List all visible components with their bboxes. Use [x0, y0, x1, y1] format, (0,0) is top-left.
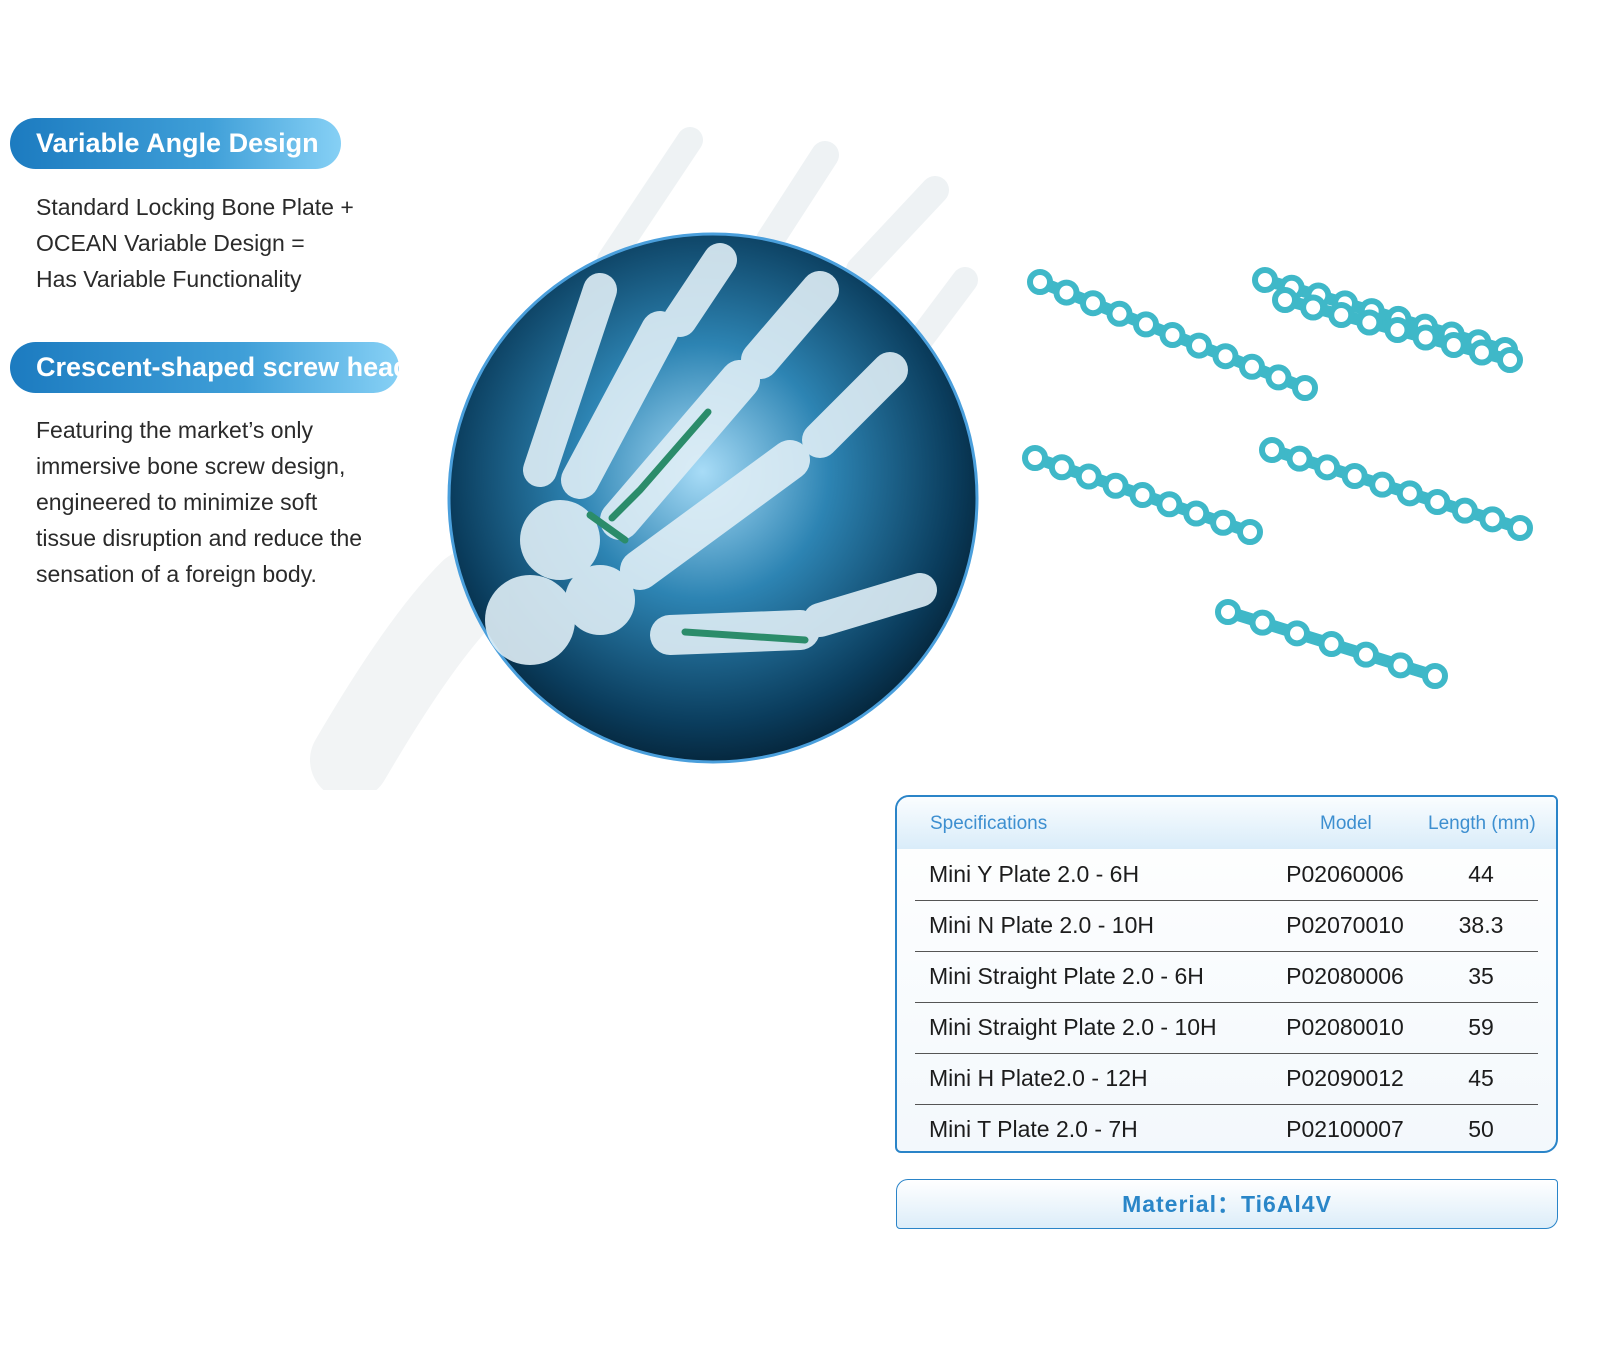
text-line: tissue disruption and reduce the: [36, 525, 363, 551]
table-row: Mini H Plate2.0 - 12H P02090012 45: [915, 1053, 1538, 1105]
spec-cell: Mini N Plate 2.0 - 10H: [929, 912, 1154, 938]
header-model: Model: [1320, 813, 1372, 834]
hand-xray-illustration: [310, 127, 1533, 790]
header-specifications: Specifications: [930, 813, 1048, 834]
n-plate: [1022, 445, 1263, 545]
length-cell: 44: [1468, 861, 1494, 887]
text-line: OCEAN Variable Design =: [36, 230, 305, 256]
table-header: Specifications Model Length (mm): [897, 797, 1556, 849]
feature-description-variable-angle: Standard Locking Bone Plate + OCEAN Vari…: [36, 189, 354, 297]
table-row: Mini T Plate 2.0 - 7H P02100007 50: [915, 1104, 1538, 1151]
text-line: Standard Locking Bone Plate +: [36, 194, 354, 220]
material-label: Material：Ti6Al4V: [896, 1179, 1558, 1229]
y-plate: [1259, 437, 1533, 541]
spec-cell: Mini H Plate2.0 - 12H: [929, 1065, 1148, 1091]
straight-plate-10h: [1027, 269, 1318, 401]
table-row: Mini Straight Plate 2.0 - 10H P02080010 59: [915, 1002, 1538, 1054]
model-cell: P02090012: [1286, 1065, 1404, 1091]
spec-cell: Mini Y Plate 2.0 - 6H: [929, 861, 1140, 887]
length-cell: 38.3: [1458, 912, 1504, 938]
length-cell: 59: [1468, 1014, 1494, 1040]
feature-title-variable-angle: Variable Angle Design: [10, 118, 341, 169]
text-line: engineered to minimize soft: [36, 489, 318, 515]
length-cell: 45: [1468, 1065, 1494, 1091]
length-cell: 50: [1468, 1116, 1494, 1142]
t-plate: [1215, 599, 1448, 689]
spec-cell: Mini T Plate 2.0 - 7H: [929, 1116, 1138, 1142]
text-line: Has Variable Functionality: [36, 266, 302, 292]
text-line: immersive bone screw design,: [36, 453, 346, 479]
text-line: Featuring the market’s only: [36, 417, 313, 443]
spec-cell: Mini Straight Plate 2.0 - 10H: [929, 1014, 1217, 1040]
table-row: Mini Straight Plate 2.0 - 6H P02080006 35: [915, 951, 1538, 1003]
specifications-table: Specifications Model Length (mm) Mini Y …: [895, 795, 1558, 1153]
feature-title-crescent-screw: Crescent-shaped screw head: [10, 342, 410, 393]
hand-bones: [485, 243, 937, 665]
model-cell: P02070010: [1286, 912, 1404, 938]
model-cell: P02060006: [1286, 861, 1404, 887]
model-cell: P02080010: [1286, 1014, 1404, 1040]
bone-plates-display: [1022, 267, 1533, 689]
implanted-plates: [586, 408, 809, 644]
length-cell: 35: [1468, 963, 1494, 989]
finger-bones-outside: [310, 127, 978, 790]
spec-cell: Mini Straight Plate 2.0 - 6H: [929, 963, 1204, 989]
model-cell: P02080006: [1286, 963, 1404, 989]
header-length: Length (mm): [1428, 813, 1536, 834]
table-row: Mini N Plate 2.0 - 10H P02070010 38.3: [915, 900, 1538, 952]
table-row: Mini Y Plate 2.0 - 6H P02060006 44: [915, 849, 1538, 901]
h-plate-row2: [1272, 287, 1523, 373]
feature-description-crescent-screw: Featuring the market’s only immersive bo…: [36, 412, 362, 592]
model-cell: P02100007: [1286, 1116, 1404, 1142]
text-line: sensation of a foreign body.: [36, 561, 317, 587]
